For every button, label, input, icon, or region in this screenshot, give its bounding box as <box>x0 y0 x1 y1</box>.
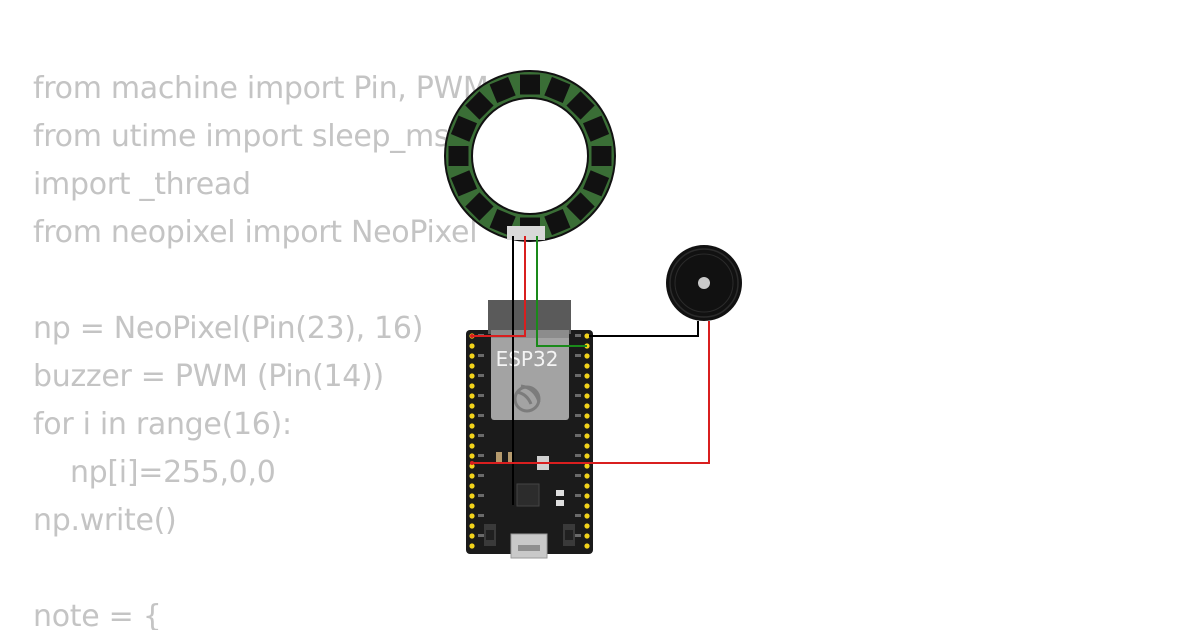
en-button-cap <box>486 530 494 540</box>
buzzer[interactable] <box>666 245 742 321</box>
led-indicator <box>556 500 564 506</box>
right-pin-header <box>584 333 590 549</box>
wire-ring-din[interactable] <box>536 236 587 347</box>
ring-connector[interactable] <box>507 226 545 240</box>
esp32-board[interactable]: ESP32 <box>466 300 593 559</box>
neopixel-led <box>489 76 516 104</box>
neopixel-led <box>544 208 571 236</box>
code-line: from machine import Pin, PWM <box>33 71 489 106</box>
neopixel-led <box>544 76 571 104</box>
code-line: from neopixel import NeoPixel <box>33 215 478 250</box>
code-line: from utime import sleep_ms <box>33 119 450 154</box>
espressif-logo-icon <box>513 384 541 413</box>
micro-usb-port[interactable] <box>510 533 548 559</box>
left-pin-header <box>469 333 475 549</box>
wire-endpoint-markers <box>470 334 474 465</box>
code-line: for i in range(16): <box>33 407 292 442</box>
code-line: note = { <box>33 599 162 630</box>
boot-button-cap <box>565 530 573 540</box>
neopixel-led <box>591 146 612 166</box>
neopixel-led <box>520 74 540 95</box>
neopixel-led <box>450 115 478 142</box>
wire-buzzer-signal[interactable] <box>472 321 710 464</box>
neopixel-led <box>450 170 478 197</box>
wire-buzzer-gnd[interactable] <box>589 321 699 337</box>
usb-uart-chip <box>516 483 540 507</box>
neopixel-led <box>566 192 595 221</box>
neopixel-led <box>566 91 595 120</box>
capacitor <box>496 452 502 464</box>
micro-usb-slot <box>518 545 540 551</box>
neopixel-led <box>448 146 469 166</box>
code-line: np = NeoPixel(Pin(23), 16) <box>33 311 424 346</box>
code-editor[interactable]: from machine import Pin, PWM from utime … <box>33 65 833 630</box>
ring-center <box>471 97 589 215</box>
code-line: buzzer = PWM (Pin(14)) <box>33 359 384 394</box>
code-line: np[i]=255,0,0 <box>33 455 276 490</box>
code-line: np.write() <box>33 503 177 538</box>
neopixel-led <box>582 115 610 142</box>
code-line: import _thread <box>33 167 251 202</box>
ring-edge <box>444 70 616 242</box>
neopixel-led <box>582 170 610 197</box>
capacitor <box>508 452 514 464</box>
neopixel-ring[interactable] <box>444 70 616 242</box>
led-indicator <box>556 490 564 496</box>
chip-label: ESP32 <box>496 347 559 371</box>
wire-ring-vcc[interactable] <box>472 236 526 337</box>
